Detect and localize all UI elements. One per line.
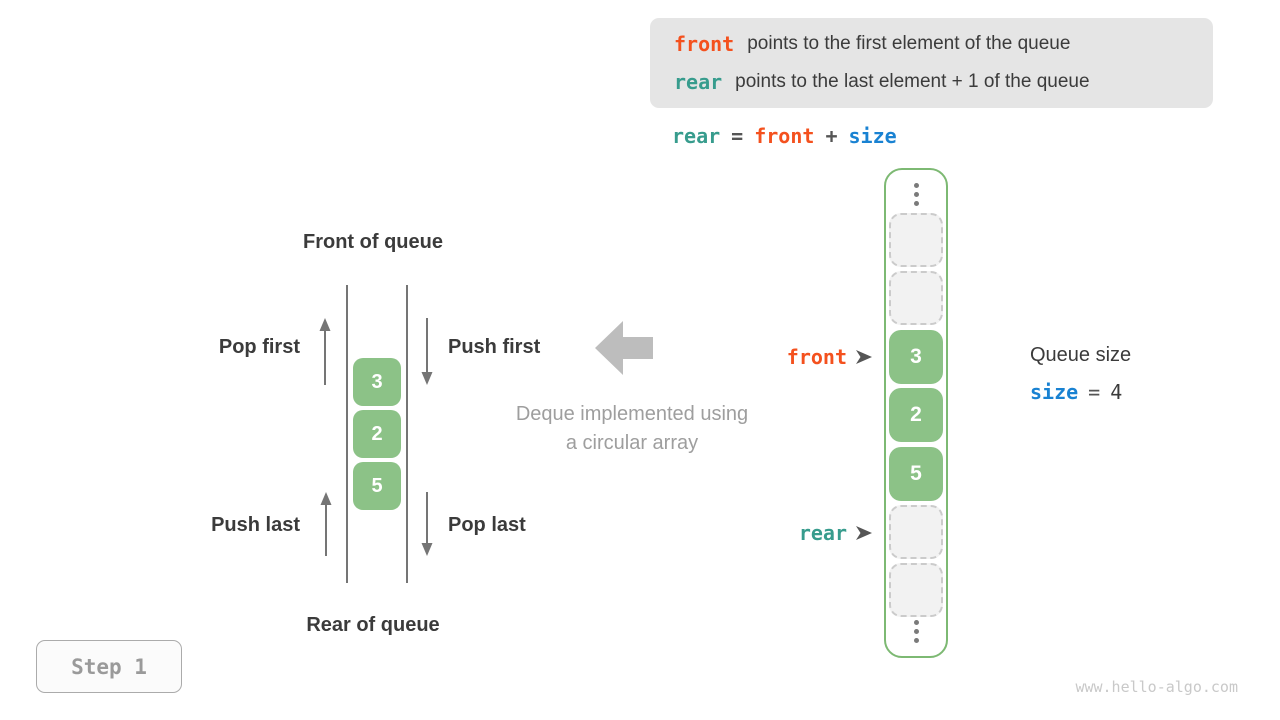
push-last-label: Push last <box>211 514 300 536</box>
deque-wall-right <box>406 285 408 583</box>
formula: rear = front + size <box>672 121 897 151</box>
push-first-label: Push first <box>448 336 541 358</box>
ellipsis-top-icon <box>886 183 946 206</box>
deque-value-cell: 5 <box>353 462 401 510</box>
pop-last-label: Pop last <box>448 514 526 536</box>
push-last-up-arrow-icon <box>320 492 332 556</box>
array-cell-empty <box>889 563 943 618</box>
big-left-arrow-icon <box>595 321 653 375</box>
queue-size-value-row: size = 4 <box>1030 380 1122 404</box>
formula-token: size <box>848 124 897 148</box>
front-of-queue-label: Front of queue <box>303 231 443 253</box>
caption: Deque implemented using a circular array <box>482 400 782 458</box>
deque-value-cell: 3 <box>353 358 401 406</box>
push-first-down-arrow-icon <box>421 318 433 385</box>
pop-last-down-arrow-icon <box>421 492 433 556</box>
formula-token: + <box>825 124 838 148</box>
pop-first-label: Pop first <box>218 336 300 358</box>
size-value: 4 <box>1110 380 1123 404</box>
watermark: www.hello-algo.com <box>1075 678 1238 696</box>
pointer-arrow-icon <box>856 350 872 364</box>
formula-token: rear <box>672 124 721 148</box>
array-cell-empty <box>889 271 943 326</box>
info-line: front points to the first element of the … <box>674 26 1213 62</box>
array-cell-value: 2 <box>889 388 943 443</box>
rear-pointer: rear <box>756 521 872 545</box>
array-cell-value: 5 <box>889 446 943 501</box>
array-cell-empty <box>889 213 943 267</box>
size-var-label: size <box>1030 380 1079 404</box>
formula-token: = <box>731 124 744 148</box>
equals-sign: = <box>1088 380 1101 404</box>
code-token: rear <box>674 70 723 94</box>
rear-of-queue-label: Rear of queue <box>306 614 440 636</box>
formula-token: front <box>754 124 815 148</box>
step-badge: Step 1 <box>36 640 182 693</box>
deque-value-cell: 2 <box>353 410 401 458</box>
ellipsis-bottom-icon <box>886 620 946 643</box>
info-line-text: points to the first element of the queue <box>747 33 1071 54</box>
front-pointer-label: front <box>786 345 847 369</box>
array-cell-empty <box>889 504 943 559</box>
front-pointer: front <box>756 345 872 369</box>
code-token: front <box>674 32 735 56</box>
info-box: front points to the first element of the … <box>650 18 1213 108</box>
info-line: rear points to the last element + 1 of th… <box>674 64 1213 100</box>
caption-line1: Deque implemented using <box>515 403 749 425</box>
pointer-arrow-icon <box>856 526 872 540</box>
step-label: Step 1 <box>71 654 147 679</box>
array-cell-value: 3 <box>889 329 943 384</box>
caption-line2: a circular array <box>565 432 699 454</box>
queue-size-title: Queue size <box>1030 344 1132 366</box>
rear-pointer-label: rear <box>798 521 847 545</box>
pop-first-up-arrow-icon <box>319 318 331 385</box>
info-line-text: points to the last element + 1 of the qu… <box>735 71 1090 92</box>
deque-wall-left <box>346 285 348 583</box>
